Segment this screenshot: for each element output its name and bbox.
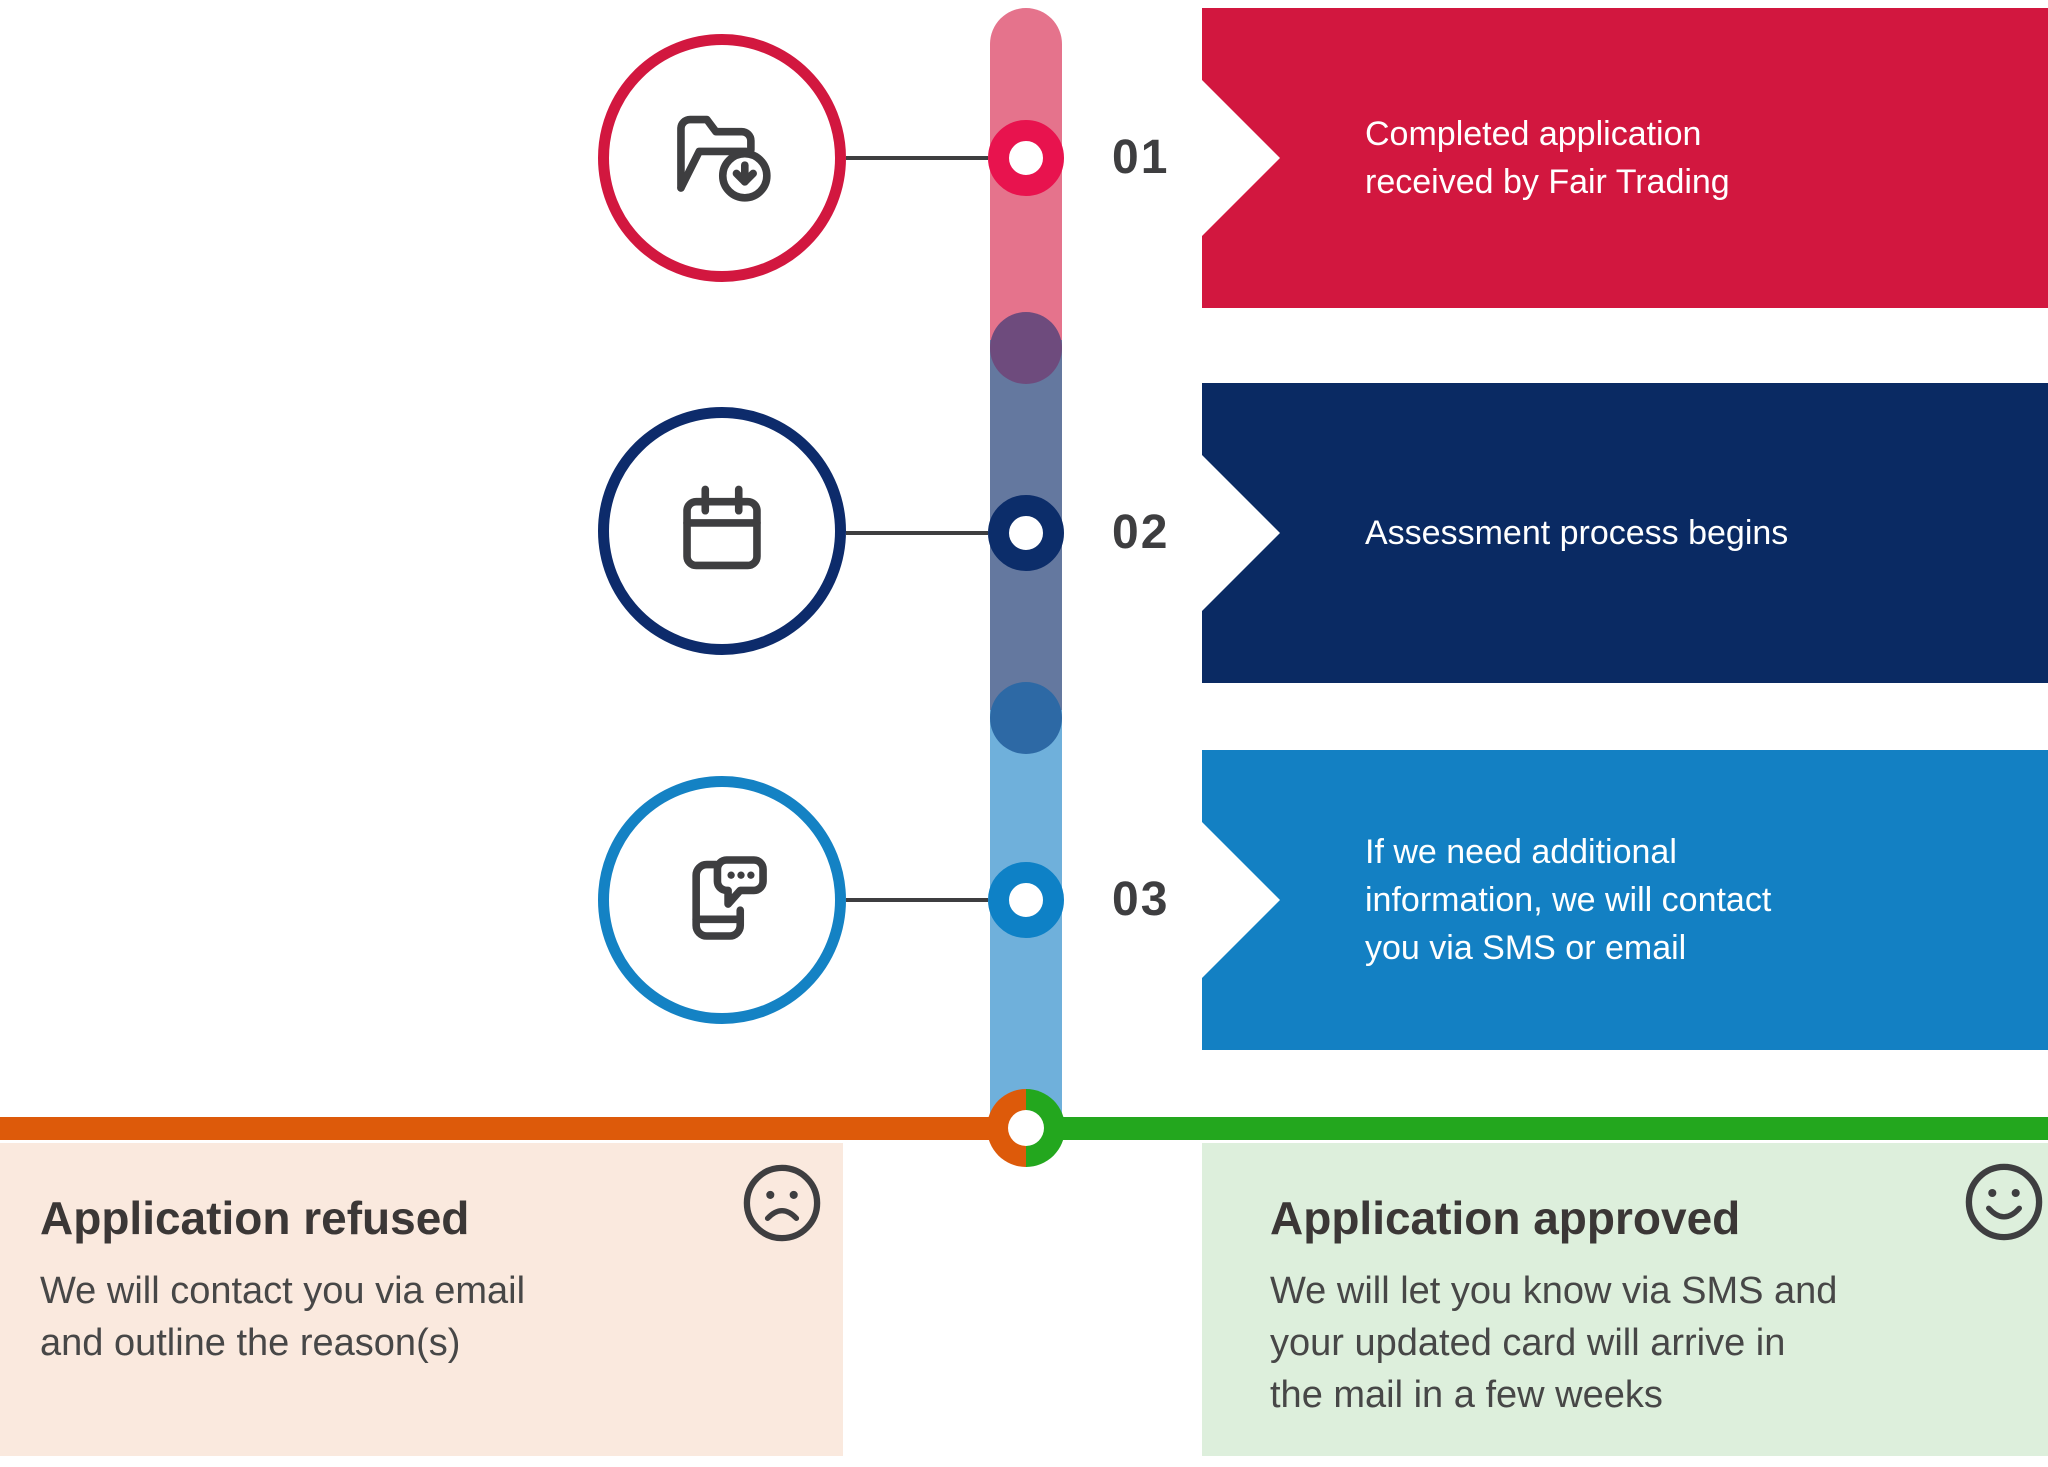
smiley-face-icon — [1959, 1157, 2048, 1247]
step-1-timeline-node — [988, 120, 1064, 196]
phone-sms-icon — [646, 822, 798, 979]
refused-branch-line — [0, 1117, 1026, 1140]
step-2-connector-line — [846, 531, 988, 535]
step-1-icon-circle — [598, 34, 846, 282]
step-1-banner-line: received by Fair Trading — [1365, 163, 1730, 201]
step-1-banner: Completed application received by Fair T… — [1202, 8, 2048, 308]
application-refused-panel: Application refused We will contact you … — [0, 1143, 843, 1456]
step-1-number: 01 — [1112, 131, 1170, 184]
step-3-number: 03 — [1112, 873, 1170, 926]
step-3-banner: If we need additional information, we wi… — [1202, 750, 2048, 1050]
step-2-banner: Assessment process begins — [1202, 383, 2048, 683]
timeline-transition-dot-1 — [990, 312, 1062, 384]
approved-branch-line — [1026, 1117, 2048, 1140]
timeline-transition-dot-2 — [990, 682, 1062, 754]
refused-body-line: and outline the reason(s) — [40, 1322, 461, 1364]
refused-title: Application refused — [40, 1192, 470, 1244]
application-approved-panel: Application approved We will let you kno… — [1202, 1143, 2048, 1456]
step-2-banner-line: Assessment process begins — [1365, 514, 1789, 552]
approved-body-line: We will let you know via SMS and — [1270, 1270, 1838, 1312]
refused-body-line: We will contact you via email — [40, 1270, 526, 1312]
step-3-banner-line: you via SMS or email — [1365, 929, 1687, 967]
step-3-banner-line: information, we will contact — [1365, 881, 1772, 919]
step-1-connector-line — [846, 156, 988, 160]
step-3-timeline-node — [988, 862, 1064, 938]
folder-download-icon — [646, 80, 798, 237]
approved-body-line: the mail in a few weeks — [1270, 1374, 1663, 1416]
outcome-split-node — [987, 1089, 1065, 1167]
approved-title: Application approved — [1270, 1192, 1741, 1244]
sad-face-icon — [737, 1158, 827, 1248]
step-2-number: 02 — [1112, 506, 1170, 559]
step-1-banner-line: Completed application — [1365, 115, 1702, 153]
step-3-connector-line — [846, 898, 988, 902]
approved-body-line: your updated card will arrive in — [1270, 1322, 1786, 1364]
step-3-banner-line: If we need additional — [1365, 833, 1677, 871]
step-2-icon-circle — [598, 407, 846, 655]
calendar-icon — [646, 453, 798, 610]
step-2-timeline-node — [988, 495, 1064, 571]
step-3-icon-circle — [598, 776, 846, 1024]
